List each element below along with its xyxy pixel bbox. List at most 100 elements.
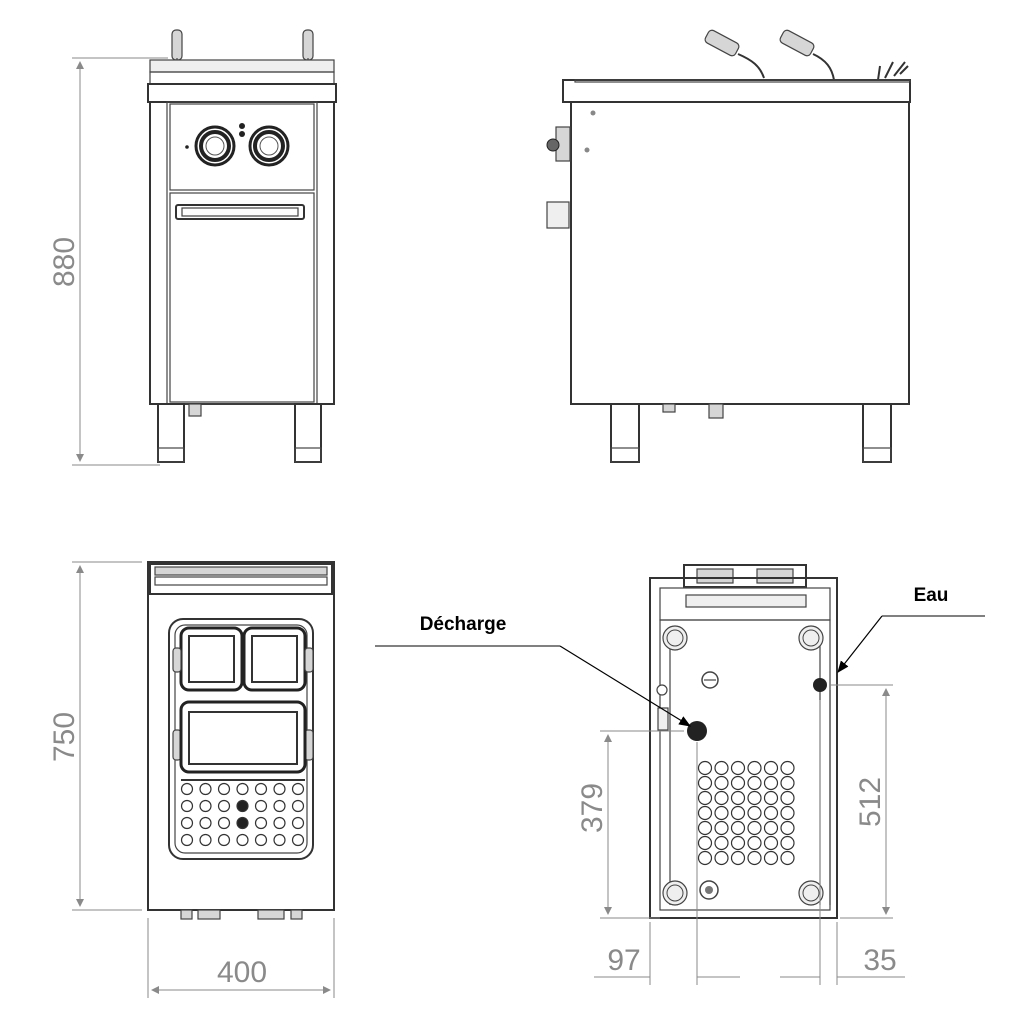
drain-callout-leader — [375, 645, 692, 727]
hole — [747, 820, 762, 836]
hole — [763, 775, 779, 791]
hole — [747, 790, 762, 806]
side-view — [546, 29, 911, 463]
basket-handles — [171, 29, 314, 72]
hole — [236, 816, 249, 830]
hole — [780, 835, 795, 851]
hole — [291, 799, 305, 813]
hole — [273, 816, 286, 830]
drain-callout-label: Décharge — [420, 614, 507, 635]
hole — [697, 820, 713, 836]
drain-height-label: 379 — [576, 783, 609, 833]
hole — [780, 760, 795, 776]
hole — [254, 782, 268, 796]
depth-dimension-label: 750 — [48, 712, 81, 762]
hole — [199, 833, 212, 847]
hole — [254, 833, 268, 847]
side-feet — [610, 403, 892, 463]
drain-height-dimension — [600, 730, 684, 919]
hole — [747, 805, 762, 821]
hole — [730, 835, 746, 851]
hole — [697, 790, 713, 806]
hole — [273, 833, 286, 847]
drain-offset-dimension — [594, 742, 740, 985]
hole — [199, 782, 212, 796]
hole — [180, 782, 194, 796]
control-panel — [169, 103, 315, 191]
side-knob — [546, 126, 571, 229]
hole — [714, 820, 729, 836]
water-height-dimension — [830, 684, 893, 919]
hole — [763, 820, 779, 836]
hole — [273, 799, 286, 813]
hole — [780, 805, 795, 821]
hole — [763, 760, 779, 776]
door-handle — [175, 204, 305, 220]
control-knobs — [185, 123, 290, 167]
hole — [697, 760, 713, 776]
hole — [714, 850, 729, 866]
hole — [697, 805, 713, 821]
hole — [730, 850, 746, 866]
top-connectors — [180, 909, 303, 920]
hole — [714, 790, 729, 806]
bottom-view — [375, 564, 985, 985]
front-body — [149, 101, 335, 405]
hole — [217, 833, 231, 847]
perforated-plate — [180, 782, 305, 847]
hole — [180, 833, 194, 847]
hole — [763, 835, 779, 851]
hole — [217, 816, 231, 830]
hole — [714, 775, 729, 791]
hole — [236, 833, 249, 847]
baskets — [172, 626, 314, 781]
hole — [199, 799, 212, 813]
hole — [199, 816, 212, 830]
hole — [730, 775, 746, 791]
water-inlet — [813, 678, 827, 692]
hole — [291, 816, 305, 830]
hole — [236, 782, 249, 796]
hole — [780, 850, 795, 866]
hole — [747, 760, 762, 776]
hole — [180, 816, 194, 830]
front-view — [72, 29, 337, 466]
width-dimension — [147, 918, 335, 998]
hole — [291, 782, 305, 796]
hole — [747, 850, 762, 866]
hole — [730, 820, 746, 836]
top-view — [72, 561, 335, 998]
front-door — [169, 192, 315, 403]
hole — [763, 850, 779, 866]
hole — [254, 816, 268, 830]
bottom-feet — [662, 625, 824, 906]
water-offset-dimension — [780, 700, 905, 985]
water-height-label: 512 — [854, 777, 887, 827]
depth-dimension — [72, 561, 142, 911]
hole — [217, 782, 231, 796]
side-top — [562, 79, 911, 103]
side-basket-handles — [704, 29, 835, 81]
hole — [747, 835, 762, 851]
hole — [763, 790, 779, 806]
hole — [780, 790, 795, 806]
hole — [747, 775, 762, 791]
side-body — [570, 101, 910, 405]
hole — [273, 782, 286, 796]
drain-fitting — [687, 721, 707, 741]
hole — [697, 835, 713, 851]
front-top-panel — [147, 83, 337, 103]
hole — [697, 775, 713, 791]
hole — [780, 775, 795, 791]
top-outline — [147, 561, 335, 911]
hole — [780, 820, 795, 836]
hole — [730, 790, 746, 806]
water-callout-leader — [837, 615, 985, 673]
water-callout-label: Eau — [914, 585, 949, 606]
ventilation-grid — [697, 760, 795, 866]
drain-offset-label: 97 — [607, 944, 640, 977]
hole — [217, 799, 231, 813]
front-feet — [157, 403, 322, 463]
